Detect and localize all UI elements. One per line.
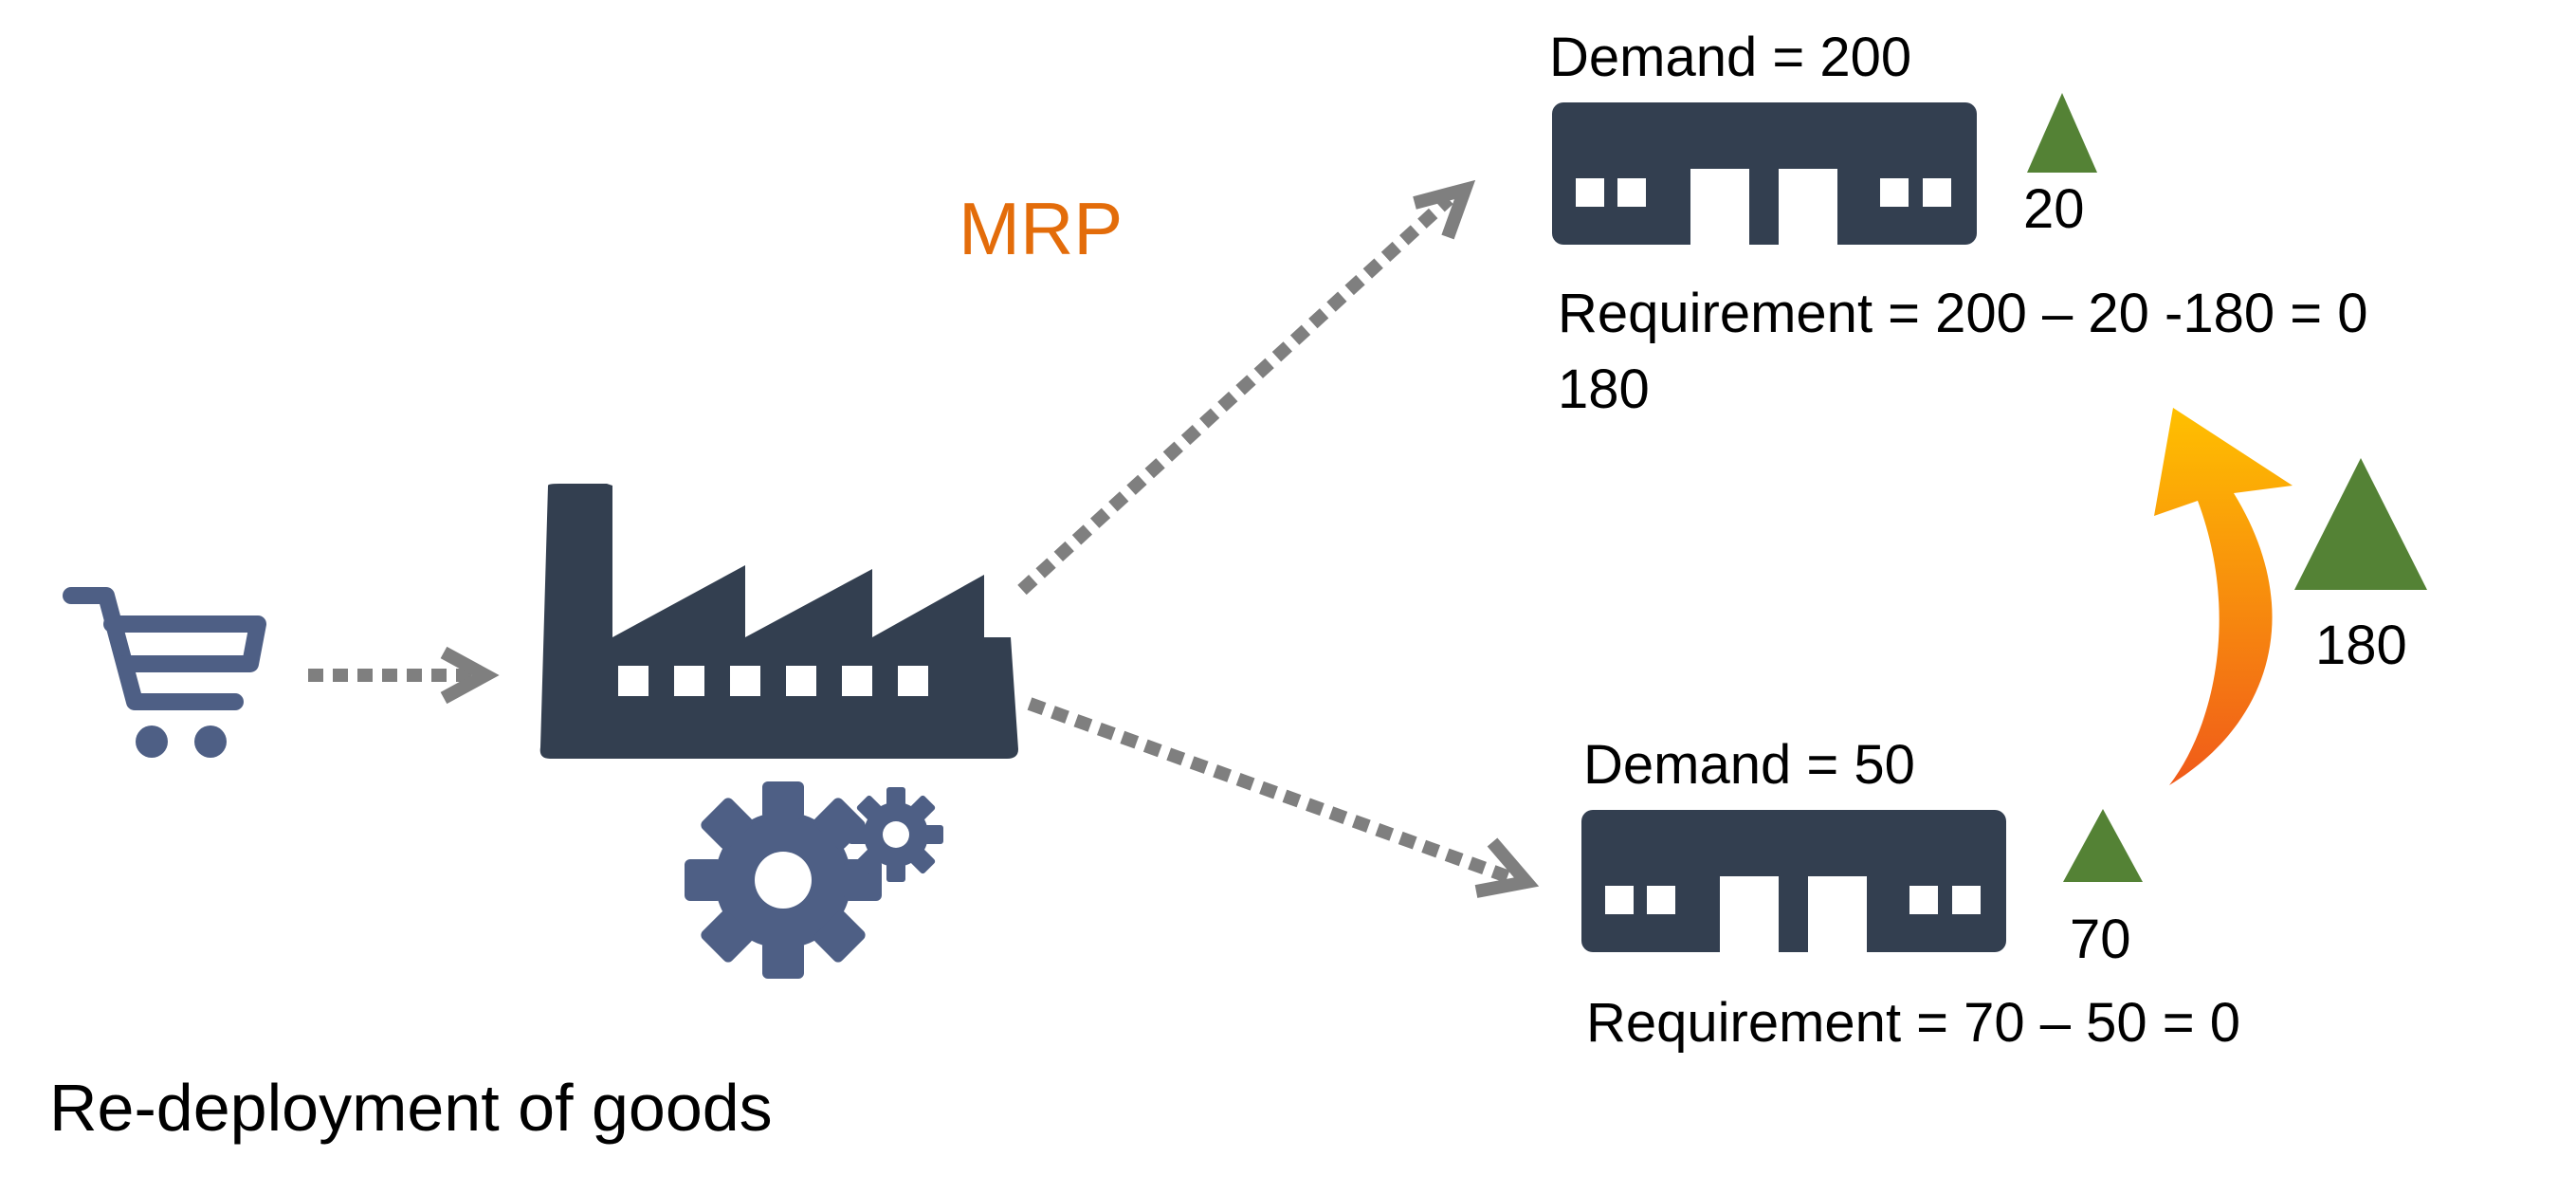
bottom-warehouse-stock-triangle-icon xyxy=(2063,809,2143,882)
bottom-warehouse-demand: Demand = 50 xyxy=(1583,734,1915,796)
top-warehouse-icon xyxy=(1552,102,1977,245)
curved-arrow-icon xyxy=(2154,408,2293,785)
top-warehouse-transfer-in: 180 xyxy=(1558,358,1650,420)
diagram-title: Re-deployment of goods xyxy=(49,1071,773,1145)
cart-to-factory-arrow xyxy=(308,646,500,705)
bottom-warehouse-icon xyxy=(1581,810,2006,952)
top-warehouse-stock: 20 xyxy=(2023,178,2085,240)
factory-icon xyxy=(539,484,1018,759)
shopping-cart-icon xyxy=(63,587,266,758)
transfer-quantity: 180 xyxy=(2315,615,2407,676)
top-warehouse-requirement: Requirement = 200 – 20 -180 = 0 xyxy=(1558,283,2367,344)
gears-icon xyxy=(685,781,943,979)
transfer-triangle-icon xyxy=(2294,458,2427,590)
mrp-label: MRP xyxy=(959,187,1123,270)
top-warehouse-stock-triangle-icon xyxy=(2027,93,2097,173)
bottom-warehouse-stock: 70 xyxy=(2070,909,2131,970)
factory-to-top-warehouse-arrow xyxy=(1017,179,1476,596)
factory-to-bottom-warehouse-arrow xyxy=(1027,697,1540,898)
top-warehouse-demand: Demand = 200 xyxy=(1549,27,1911,88)
bottom-warehouse-requirement: Requirement = 70 – 50 = 0 xyxy=(1586,992,2240,1054)
